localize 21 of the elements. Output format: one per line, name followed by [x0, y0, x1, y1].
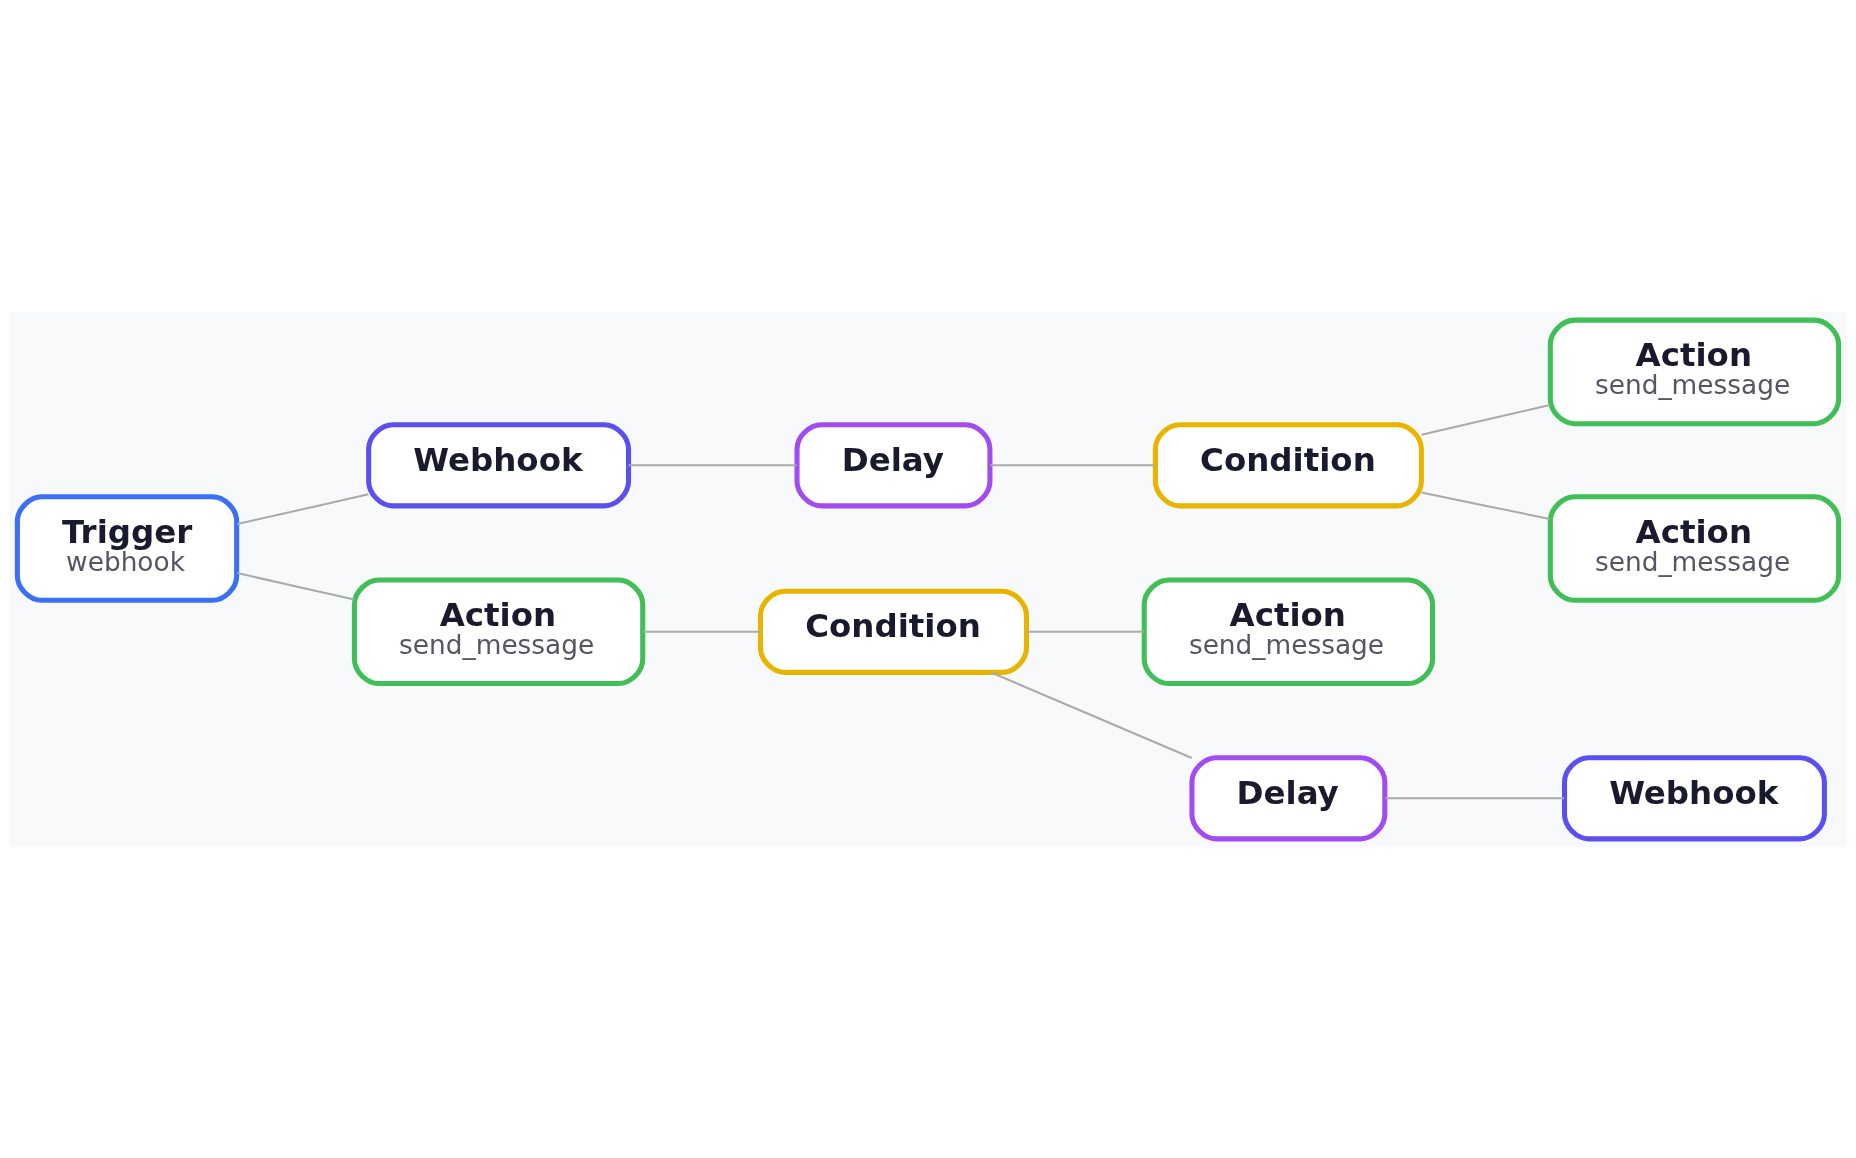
connector [1421, 403, 1550, 436]
node-box: Action send_message [351, 576, 646, 686]
connector [990, 671, 1193, 759]
connector [990, 463, 1155, 466]
connector [237, 492, 369, 525]
connector [628, 463, 797, 466]
node-box: Delay [794, 421, 993, 508]
node-box: Condition [757, 588, 1029, 675]
node-box: Trigger webhook [14, 493, 240, 603]
node-box: Webhook [366, 421, 632, 508]
connector [1026, 630, 1145, 633]
node-box: Condition [1152, 421, 1424, 508]
node-box: Webhook [1562, 754, 1827, 841]
node-box: Delay [1189, 754, 1388, 841]
connector [642, 630, 761, 633]
connector [237, 571, 355, 601]
node-box: Action send_message [1547, 317, 1842, 426]
connector [1385, 796, 1565, 799]
connector [1421, 490, 1550, 520]
node-box: Action send_message [1141, 576, 1436, 686]
node-box: Action send_message [1547, 493, 1842, 603]
